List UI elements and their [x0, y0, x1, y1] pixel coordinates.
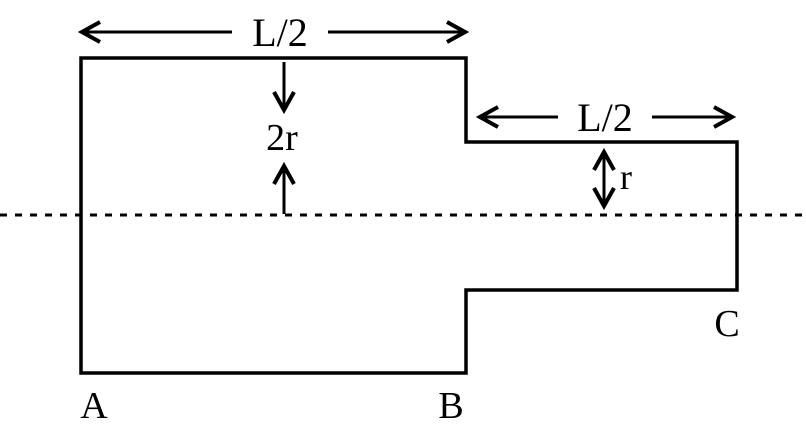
top-length-label: L/2 [252, 10, 308, 55]
point-c-label: C [714, 303, 739, 345]
right-length-label: L/2 [577, 95, 633, 140]
point-b-label: B [438, 385, 463, 427]
shaft-outline [79, 56, 739, 375]
big-radius-label: 2r [266, 117, 298, 159]
small-radius-label: r [620, 157, 632, 197]
point-a-label: A [80, 385, 108, 427]
